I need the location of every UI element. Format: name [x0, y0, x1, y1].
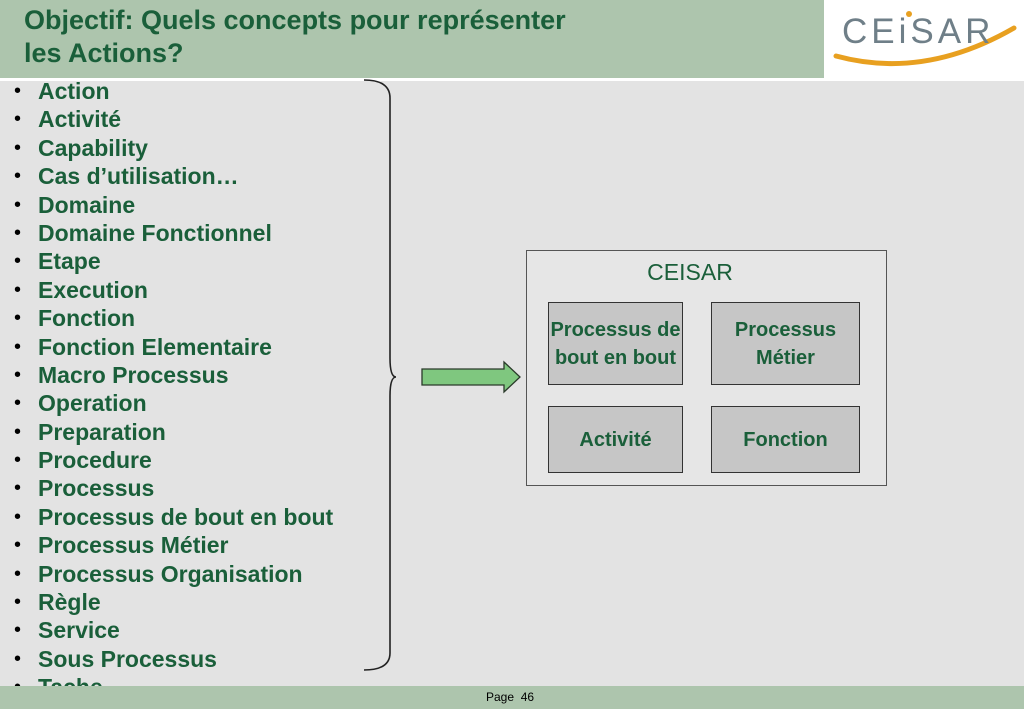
header-divider [0, 78, 1024, 81]
list-item-label: Procedure [38, 447, 152, 474]
list-item-label: Etape [38, 248, 101, 275]
list-item-label: Processus Organisation [38, 560, 303, 587]
list-item: • Service [14, 616, 333, 644]
concept-processus-de-bout-en-bout: Processus de bout en bout [548, 302, 683, 385]
list-item-label: Sous Processus [38, 645, 217, 672]
concept-list: • Action • Activité • Capability • Cas d’utilis… [14, 77, 333, 702]
header-bar: Objectif: Quels concepts pour représente… [0, 0, 824, 78]
footer-bar: Page 46 [0, 686, 1024, 709]
list-item: • Domaine [14, 191, 333, 219]
title-line-2: les Actions? [24, 38, 184, 68]
bullet-icon: • [14, 165, 22, 188]
list-item: • Processus de bout en bout [14, 503, 333, 531]
bullet-icon: • [14, 449, 22, 472]
concept-processus-metier: Processus Métier [711, 302, 860, 385]
bullet-icon: • [14, 80, 22, 102]
list-item: • Action [14, 77, 333, 105]
bullet-icon: • [14, 562, 22, 585]
bullet-icon: • [14, 619, 22, 642]
list-item: • Sous Processus [14, 645, 333, 673]
bullet-icon: • [14, 335, 22, 358]
list-item-label: Domaine [38, 191, 136, 218]
list-item: • Fonction [14, 304, 333, 332]
list-item: • Operation [14, 389, 333, 417]
bullet-icon: • [14, 221, 22, 244]
list-item: • Règle [14, 588, 333, 616]
logo-swoosh-icon [833, 11, 1017, 67]
list-item-label: Action [38, 78, 110, 104]
list-item-label: Operation [38, 390, 147, 417]
bullet-icon: • [14, 591, 22, 614]
list-item-label: Macro Processus [38, 361, 229, 388]
list-item: • Execution [14, 276, 333, 304]
list-item-label: Domaine Fonctionnel [38, 219, 272, 246]
list-item: • Macro Processus [14, 361, 333, 389]
list-item-label: Fonction Elementaire [38, 333, 272, 360]
list-item-label: Processus Métier [38, 532, 229, 559]
list-item-label: Preparation [38, 418, 166, 445]
list-item-label: Capability [38, 134, 148, 161]
bullet-icon: • [14, 534, 22, 557]
title-line-1: Objectif: Quels concepts pour représente… [24, 5, 566, 35]
list-item-label: Processus de bout en bout [38, 503, 334, 530]
bullet-icon: • [14, 250, 22, 273]
list-item: • Processus Organisation [14, 560, 333, 588]
list-item-label: Activité [38, 106, 122, 133]
concept-activite: Activité [548, 406, 683, 473]
list-item-label: Cas d’utilisation… [38, 163, 239, 190]
bullet-icon: • [14, 363, 22, 386]
ceisar-box-title: CEISAR [647, 259, 733, 285]
list-item: • Activité [14, 105, 333, 133]
bullet-icon: • [14, 420, 22, 443]
ceisar-logo: CEiSAR [824, 0, 1024, 78]
ceisar-concepts-box: CEISAR Processus de bout en bout Process… [526, 250, 887, 486]
list-item-label: Processus [38, 475, 155, 502]
list-item: • Capability [14, 134, 333, 162]
bullet-icon: • [14, 392, 22, 415]
list-item: • Domaine Fonctionnel [14, 219, 333, 247]
logo-text: CEiSAR [842, 12, 995, 51]
list-item: • Processus Métier [14, 531, 333, 559]
bullet-icon: • [14, 108, 22, 131]
concept-fonction: Fonction [711, 406, 860, 473]
bullet-icon: • [14, 307, 22, 330]
list-item-label: Fonction [38, 305, 136, 332]
bullet-icon: • [14, 278, 22, 301]
right-arrow-icon [421, 360, 521, 394]
bullet-icon: • [14, 193, 22, 216]
bullet-icon: • [14, 477, 22, 500]
bullet-icon: • [14, 136, 22, 159]
list-item: • Procedure [14, 446, 333, 474]
list-item-label: Execution [38, 276, 148, 303]
list-item: • Etape [14, 247, 333, 275]
list-item-label: Règle [38, 589, 101, 616]
list-item-label: Service [38, 617, 120, 644]
right-brace-icon [363, 79, 397, 671]
list-item: • Fonction Elementaire [14, 333, 333, 361]
page-number: Page 46 [486, 690, 535, 704]
list-item: • Cas d’utilisation… [14, 162, 333, 190]
list-item: • Preparation [14, 418, 333, 446]
bullet-icon: • [14, 505, 22, 528]
bullet-icon: • [14, 647, 22, 670]
list-item: • Processus [14, 474, 333, 502]
page-title: Objectif: Quels concepts pour représente… [24, 4, 664, 70]
